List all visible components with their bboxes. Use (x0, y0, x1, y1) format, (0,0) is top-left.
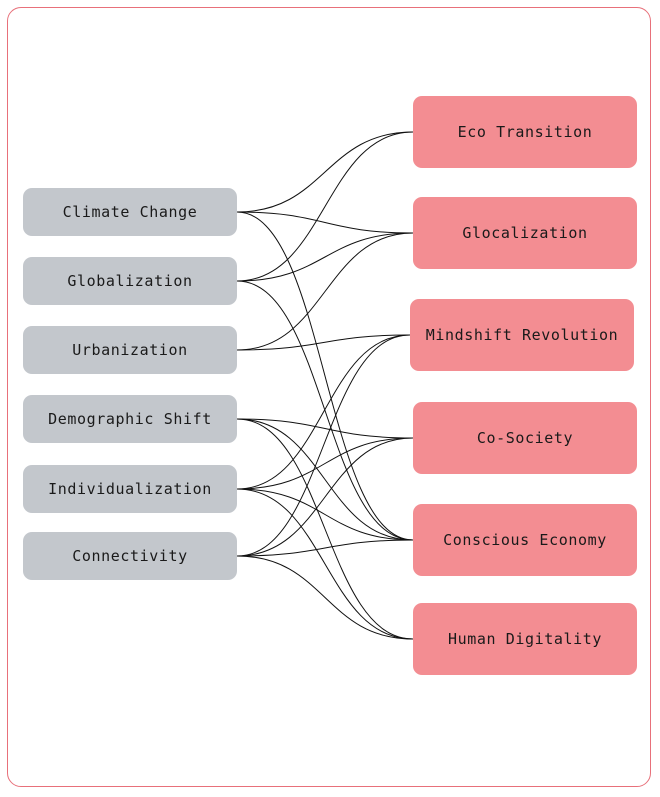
edge-global-to-conscious (236, 280, 414, 541)
node-glocalization: Glocalization (413, 197, 637, 269)
node-connectivity: Connectivity (23, 532, 237, 580)
node-demographic-shift: Demographic Shift (23, 395, 237, 443)
edge-indiv-to-human (236, 488, 414, 640)
edge-demo-to-cosoc (236, 418, 414, 439)
edge-urban-to-mind (236, 334, 411, 351)
diagram-frame (7, 7, 651, 787)
node-human-digitality: Human Digitality (413, 603, 637, 675)
node-eco-transition: Eco Transition (413, 96, 637, 168)
edge-demo-to-conscious (236, 418, 414, 541)
node-individualization: Individualization (23, 465, 237, 513)
node-co-society: Co-Society (413, 402, 637, 474)
node-conscious-economy: Conscious Economy (413, 504, 637, 576)
edge-climate-to-glocal (236, 211, 414, 234)
edge-climate-to-eco (236, 131, 414, 213)
edge-connect-to-mind (236, 334, 411, 557)
edge-climate-to-conscious (236, 211, 414, 541)
edge-demo-to-human (236, 418, 414, 640)
edge-connect-to-human (236, 555, 414, 640)
edge-urban-to-glocal (236, 232, 414, 351)
edge-global-to-glocal (236, 232, 414, 282)
edge-indiv-to-conscious (236, 488, 414, 541)
node-globalization: Globalization (23, 257, 237, 305)
edge-global-to-eco (236, 131, 414, 282)
edge-indiv-to-mind (236, 334, 411, 490)
node-climate-change: Climate Change (23, 188, 237, 236)
node-urbanization: Urbanization (23, 326, 237, 374)
node-mindshift-revolution: Mindshift Revolution (410, 299, 634, 371)
edge-indiv-to-cosoc (236, 437, 414, 490)
edge-connect-to-cosoc (236, 437, 414, 557)
edge-connect-to-conscious (236, 539, 414, 557)
